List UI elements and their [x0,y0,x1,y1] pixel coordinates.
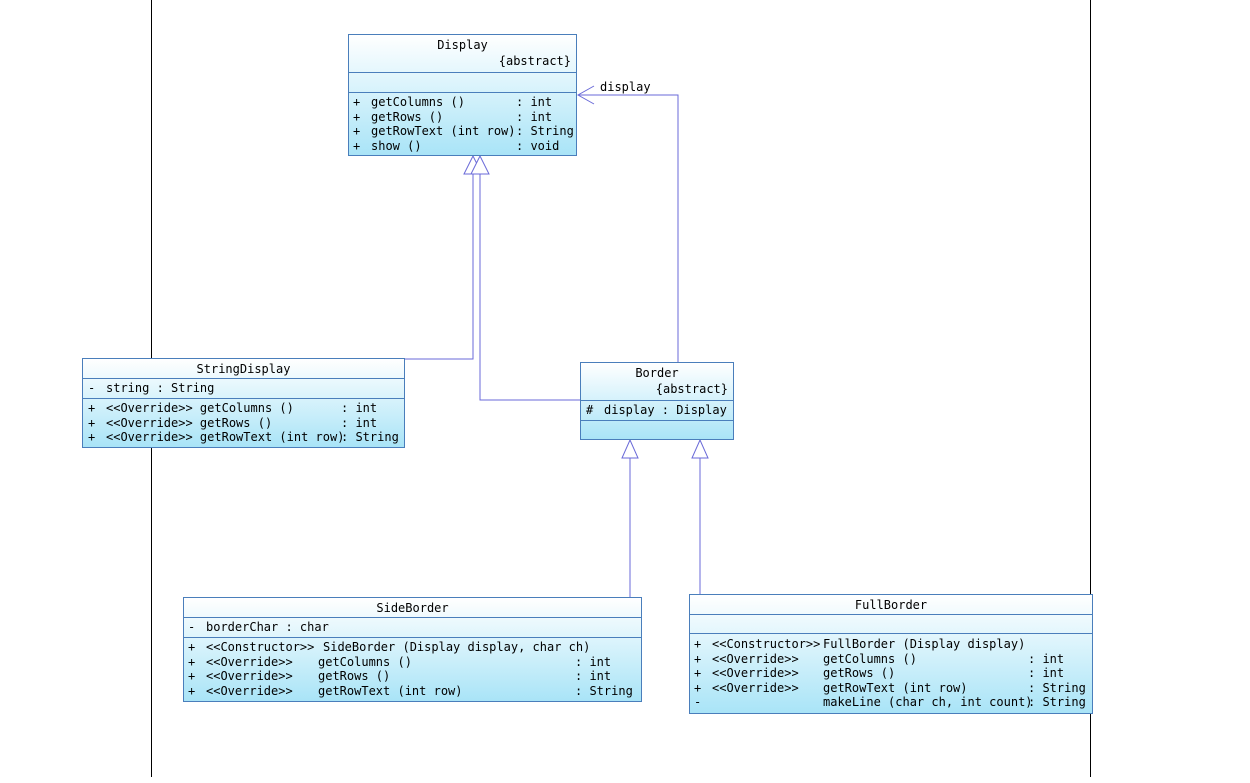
class-name: FullBorder [854,598,928,612]
operation-row: + <<Override>> getRowText (int row) : St… [88,430,399,445]
class-stereotype: {abstract} [498,54,571,68]
class-stereotype: {abstract} [655,382,728,396]
operation-row: + <<Override>> getColumns () : int [88,401,378,415]
attribute-row: - borderChar : char [188,620,329,634]
operation-row: + <<Constructor>> SideBorder (Display di… [188,640,591,654]
attribute-section: - string : String [83,378,404,398]
operation-row: - makeLine (char ch, int count) : String [694,695,1086,710]
operation-row: + <<Override>> getRows () : int [188,669,612,684]
class-display[interactable]: Display {abstract} + getColumns () : int… [348,34,577,156]
operation-row: + show () : void [353,138,560,153]
operation-section: + <<Override>> getColumns () : int + <<O… [83,398,404,445]
attribute-section [690,614,1092,633]
class-sideborder[interactable]: SideBorder - borderChar : char + <<Const… [183,597,642,702]
operation-section: + <<Constructor>> SideBorder (Display di… [184,637,641,698]
operation-row: + <<Override>> getRowText (int row) : St… [694,680,1086,695]
operation-row: + getRows () : int [353,109,553,124]
attribute-row: - string : String [88,381,215,395]
generalization-stringdisplay-display [404,174,474,360]
operation-section [581,420,733,438]
attribute-section [349,72,576,92]
operation-row: + <<Override>> getRowText (int row) : St… [188,683,633,698]
generalization-arrowhead-fullborder [691,438,709,459]
association-label-display: display [600,80,651,94]
attribute-row: # display : Display [586,403,727,417]
class-border[interactable]: Border {abstract} # display : Display [580,362,734,440]
operation-row: + <<Override>> getColumns () : int [694,651,1065,666]
operation-row: + getColumns () : int [353,95,553,109]
operation-row: + getRowText (int row) : String [353,124,574,139]
class-stringdisplay[interactable]: StringDisplay - string : String + <<Over… [82,358,405,448]
generalization-border-display [479,174,580,401]
class-name: SideBorder [376,601,449,615]
class-name: Border [635,366,679,380]
operation-row: + <<Constructor>> FullBorder (Display di… [694,637,1026,651]
operation-row: + <<Override>> getRows () : int [694,666,1065,681]
generalization-arrowhead-border [470,154,490,175]
operation-row: + <<Override>> getColumns () : int [188,654,612,669]
attribute-section: # display : Display [581,400,733,420]
class-fullborder[interactable]: FullBorder + <<Constructor>> FullBorder … [689,594,1093,714]
association-arrowhead [576,85,595,105]
class-name: Display [437,38,488,52]
association-border-display [578,94,679,362]
attribute-section: - borderChar : char [184,617,641,637]
class-name: StringDisplay [196,362,291,376]
operation-section: + <<Constructor>> FullBorder (Display di… [690,633,1092,710]
operation-section: + getColumns () : int + getRows () : int… [349,92,576,153]
right-margin-line [1090,0,1091,777]
operation-row: + <<Override>> getRows () : int [88,415,378,430]
generalization-arrowhead-sideborder [621,438,639,459]
